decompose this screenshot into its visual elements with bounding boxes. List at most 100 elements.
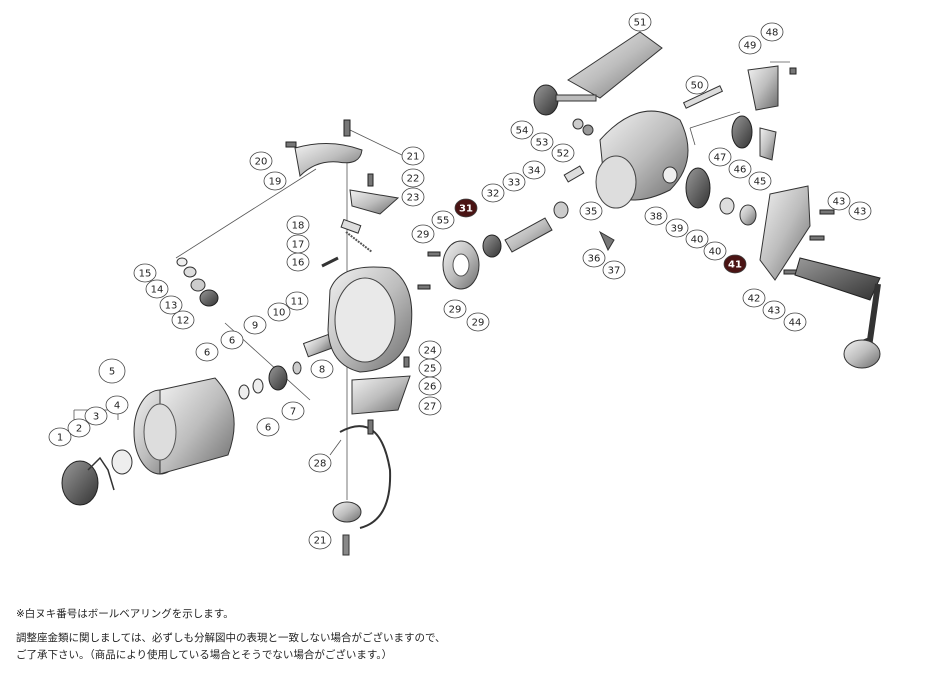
part-callout-6: 6 [256, 417, 280, 437]
part-number: 49 [744, 41, 757, 52]
part-number: 55 [437, 216, 450, 227]
part-number: 37 [608, 266, 621, 277]
part-number: 15 [139, 269, 152, 280]
part-callout-49: 49 [738, 35, 762, 55]
part-callout-9: 9 [243, 315, 267, 335]
part-callout-27: 27 [418, 396, 442, 416]
part-callout-12: 12 [171, 310, 195, 330]
part-number: 9 [252, 321, 258, 332]
part-number: 19 [269, 177, 282, 188]
part-callout-8: 8 [310, 359, 334, 379]
part-callout-6: 6 [220, 330, 244, 350]
part-number: 26 [424, 382, 437, 393]
part-callout-33: 33 [502, 172, 526, 192]
part-number: 45 [754, 177, 767, 188]
part-callout-22: 22 [401, 168, 425, 188]
part-callout-15: 15 [133, 263, 157, 283]
part-callout-25: 25 [418, 358, 442, 378]
part-number: 51 [634, 18, 647, 29]
part-callout-43: 43 [848, 201, 872, 221]
part-number: 41 [728, 260, 742, 271]
part-callout-40: 40 [685, 229, 709, 249]
part-callout-24: 24 [418, 340, 442, 360]
pinion-parts [176, 218, 373, 400]
part-callout-48: 48 [760, 22, 784, 42]
part-number: 4 [114, 401, 120, 412]
side-cover [759, 185, 811, 281]
part-number: 22 [407, 174, 420, 185]
part-callout-41: 41 [723, 254, 747, 274]
part-number: 46 [734, 165, 747, 176]
part-number: 50 [691, 81, 704, 92]
drag-knob [61, 460, 99, 506]
pinion-gear [268, 365, 288, 391]
part-callout-21: 21 [401, 146, 425, 166]
part-number: 11 [291, 297, 304, 308]
part-callout-34: 34 [522, 160, 546, 180]
part-number: 7 [290, 407, 296, 418]
part-number: 16 [292, 258, 305, 269]
part-callout-10: 10 [267, 302, 291, 322]
part-number: 25 [424, 364, 437, 375]
part-number: 6 [265, 423, 271, 434]
part-number: 17 [292, 240, 305, 251]
part-number: 39 [671, 224, 684, 235]
part-callout-7: 7 [281, 401, 305, 421]
spool-body [159, 377, 235, 475]
part-number: 6 [204, 348, 210, 359]
part-number: 31 [459, 204, 473, 215]
part-callout-47: 47 [708, 147, 732, 167]
part-callout-14: 14 [145, 279, 169, 299]
part-number: 43 [768, 306, 781, 317]
part-callout-26: 26 [418, 376, 442, 396]
note-washer-line2: ご了承下さい。（商品により使用している場合とそうでない場合がございます。） [16, 649, 393, 661]
part-number: 28 [314, 459, 327, 470]
part-callout-5: 5 [98, 358, 126, 384]
part-callout-3: 3 [84, 406, 108, 426]
drive-gear [685, 167, 711, 209]
part-callout-32: 32 [481, 183, 505, 203]
part-number: 42 [748, 294, 761, 305]
part-number: 14 [151, 285, 164, 296]
part-number: 21 [407, 152, 420, 163]
part-number: 33 [508, 178, 521, 189]
part-callout-39: 39 [665, 218, 689, 238]
part-callout-42: 42 [742, 288, 766, 308]
part-callout-55: 55 [431, 210, 455, 230]
part-number: 43 [854, 207, 867, 218]
part-callout-53: 53 [530, 132, 554, 152]
part-number: 40 [691, 235, 704, 246]
part-number: 6 [229, 336, 235, 347]
part-number: 36 [588, 254, 601, 265]
note-washer-line1: 調整座金類に関しましては、必ずしも分解図中の表現と一致しない場合がございますので… [16, 632, 446, 644]
part-number: 10 [273, 308, 286, 319]
part-number: 1 [57, 433, 63, 444]
part-callout-50: 50 [685, 75, 709, 95]
screws [285, 67, 835, 435]
handle-arm [794, 257, 881, 301]
body-assembly [533, 31, 881, 369]
part-callout-6: 6 [195, 342, 219, 362]
part-number: 29 [472, 318, 485, 329]
part-number: 21 [314, 536, 327, 547]
part-callout-29: 29 [466, 312, 490, 332]
part-callout-20: 20 [249, 151, 273, 171]
part-callout-13: 13 [159, 295, 183, 315]
part-callout-31: 31 [454, 198, 478, 218]
part-callout-36: 36 [582, 248, 606, 268]
part-callout-21: 21 [308, 530, 332, 550]
part-callout-18: 18 [286, 215, 310, 235]
part-callout-4: 4 [105, 395, 129, 415]
part-number: 20 [255, 157, 268, 168]
part-callout-28: 28 [308, 453, 332, 473]
reel-foot [567, 31, 663, 99]
part-number: 29 [417, 230, 430, 241]
note-ball-bearing: ※白ヌキ番号はボールベアリングを示します。 [16, 608, 234, 620]
part-callout-16: 16 [286, 252, 310, 272]
part-number: 18 [292, 221, 305, 232]
part-number: 24 [424, 346, 437, 357]
part-number: 5 [109, 367, 115, 378]
handle-knob [843, 339, 881, 369]
part-callout-37: 37 [602, 260, 626, 280]
main-shaft-parts [442, 165, 615, 290]
